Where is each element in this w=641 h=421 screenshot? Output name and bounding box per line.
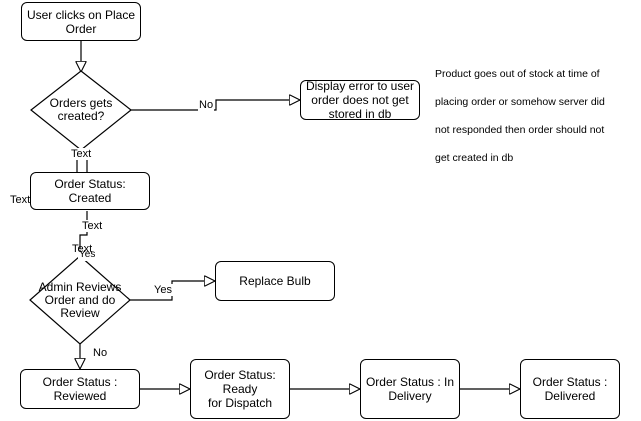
order-status-reviewed-node[interactable]: Order Status : Reviewed (20, 369, 140, 409)
stock-failure-note: Product goes out of stock at time of pla… (435, 68, 605, 164)
edge-label-text-2: Text (10, 194, 31, 206)
edge-label-yes-partial: Yes (78, 249, 97, 261)
start-node[interactable]: User clicks on Place Order (21, 2, 141, 41)
edge-label-no-error: No (198, 99, 215, 111)
edge-label-text-overlap: Text (72, 243, 93, 255)
order-status-delivered-node[interactable]: Order Status : Delivered (520, 359, 620, 419)
replace-bulb-node[interactable]: Replace Bulb (215, 261, 335, 301)
order-status-created-node[interactable]: Order Status: Created (30, 172, 150, 210)
order-status-in-delivery-node[interactable]: Order Status : In Delivery (360, 359, 460, 419)
edge-label-no-reviewed: No (92, 347, 109, 359)
connector-decision-to-error (131, 100, 300, 111)
edge-label-yes-replace: Yes (153, 284, 173, 296)
edge-label-text-3: Text (81, 220, 104, 232)
order-status-ready-node[interactable]: Order Status: Ready for Dispatch (190, 359, 290, 419)
decision-admin-review-label[interactable]: Admin Reviews Order and do Review (38, 279, 122, 320)
edge-label-text-1: Text (70, 148, 93, 160)
decision-admin-review-diamond (29, 255, 131, 345)
error-node[interactable]: Display error to user order does not get… (300, 79, 420, 121)
decision-orders-created-label[interactable]: Orders gets created? (49, 96, 113, 123)
